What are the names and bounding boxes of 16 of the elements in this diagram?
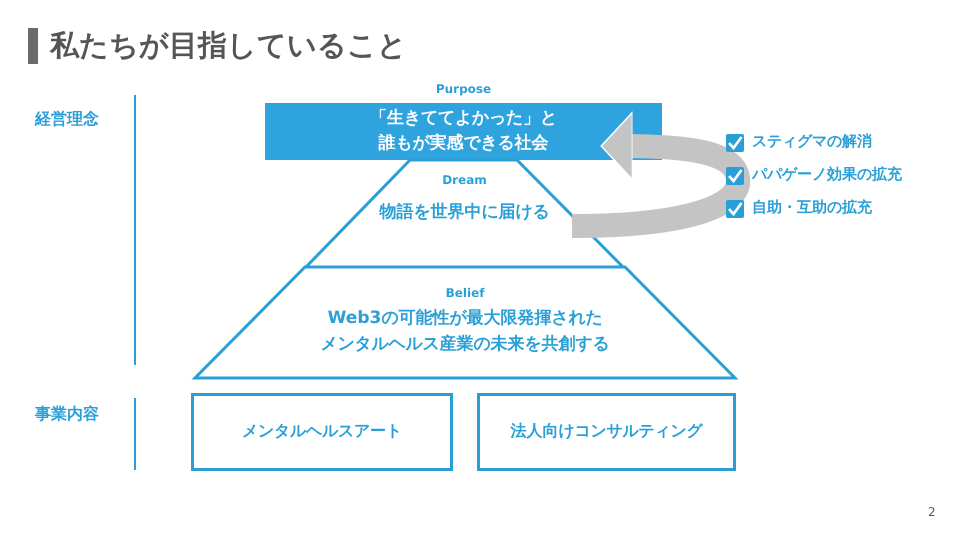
checklist-item: パパゲーノ効果の拡充 bbox=[752, 164, 902, 185]
tier-heading: Purpose bbox=[434, 81, 492, 97]
tier-text: 「生きててよかった」と誰もが実感できる社会 bbox=[369, 107, 558, 155]
box-label: メンタルヘルスアート bbox=[241, 421, 403, 441]
tier-heading: Dream bbox=[441, 172, 488, 188]
box-label: 法人向けコンサルティング bbox=[510, 421, 704, 441]
title: 私たちが目指していること bbox=[50, 27, 407, 64]
checklist-item: スティグマの解消 bbox=[752, 131, 872, 152]
checklist-item: 自助・互助の拡充 bbox=[752, 197, 872, 218]
section-label: 事業内容 bbox=[35, 403, 99, 425]
section-label: 経営理念 bbox=[35, 108, 99, 130]
page-number: 2 bbox=[928, 504, 936, 521]
business-box bbox=[477, 393, 736, 471]
tier-text: 物語を世界中に届ける bbox=[378, 201, 550, 224]
pyramid-tier bbox=[306, 160, 623, 267]
business-box bbox=[191, 393, 453, 471]
